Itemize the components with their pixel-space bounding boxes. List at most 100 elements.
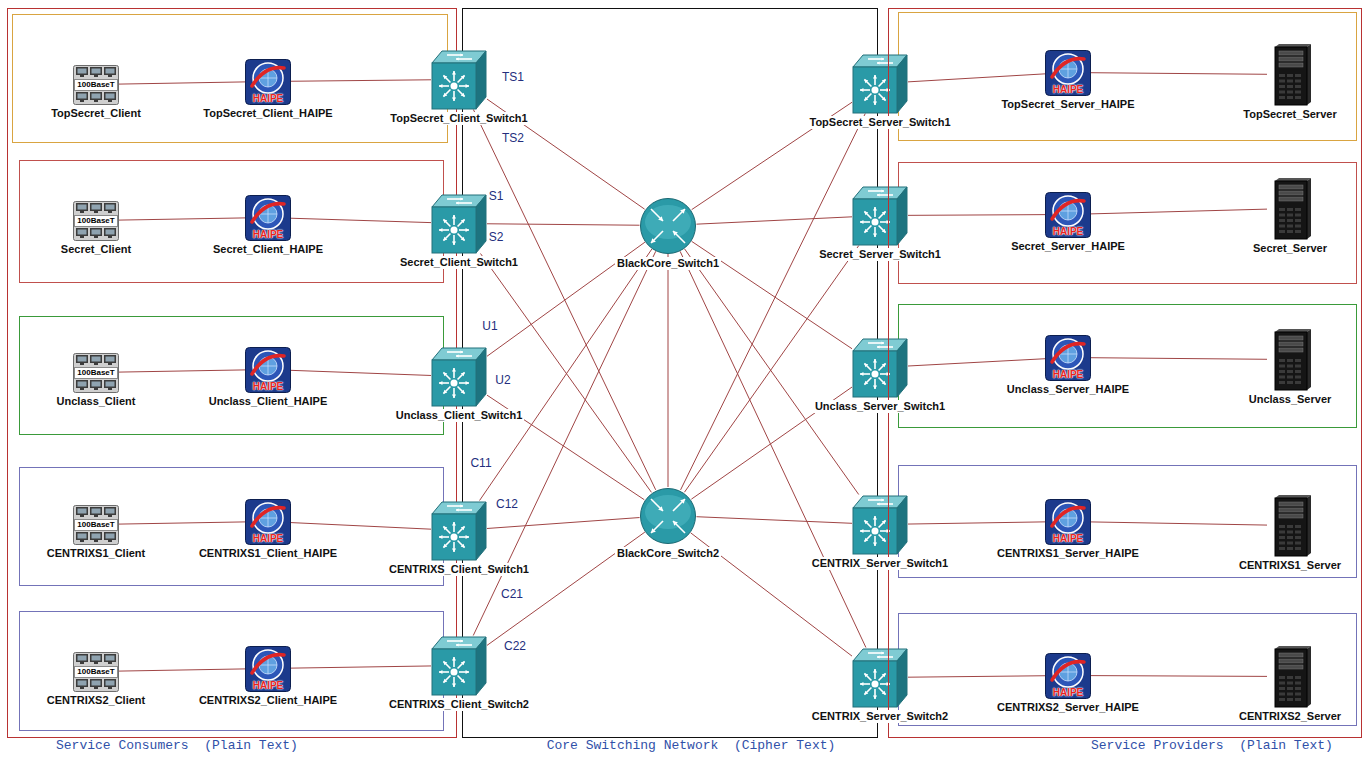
topsecret-frame: [13, 15, 448, 143]
link-label-slot: U1: [481, 319, 498, 333]
switch-symbol: [852, 648, 908, 708]
switch-node: Unclass_Server_Switch1: [813, 338, 948, 413]
node-label: BlackCore_Switch2: [615, 547, 721, 560]
node-label: Unclass_Client: [55, 395, 138, 408]
link-line: [291, 218, 431, 222]
haipe-icon: HAIPE: [1045, 50, 1091, 96]
heading-slot: Core Switching Network (Cipher Text): [547, 739, 836, 753]
link-label: TS2: [501, 131, 525, 145]
link-line: [1091, 73, 1267, 75]
switch-symbol: [852, 338, 908, 398]
link-line: [119, 669, 245, 671]
client-icon: 100BaseT: [73, 652, 119, 692]
icon-text: HAIPE: [253, 680, 284, 691]
link-line: [696, 517, 852, 524]
region-heading: Service Consumers (Plain Text): [56, 739, 298, 753]
unclass-frame: [899, 305, 1357, 428]
haipe-node: HAIPE TopSecret_Server_HAIPE: [999, 50, 1137, 111]
haipe-icon: HAIPE: [1045, 192, 1091, 238]
switch-icon: [852, 495, 908, 555]
centrixs-frame: [899, 466, 1357, 578]
link-line: [119, 218, 245, 220]
link-label: C22: [503, 639, 527, 653]
switch-symbol: [431, 50, 487, 110]
switch-icon: [431, 636, 487, 696]
switch-symbol: [431, 501, 487, 561]
client-icon: 100BaseT: [73, 201, 119, 241]
link-label: S1: [488, 189, 505, 203]
haipe-node: HAIPECENTRIXS1_Server_HAIPE: [995, 499, 1141, 560]
node-label: TopSecret_Server_HAIPE: [999, 98, 1136, 111]
link-label: TS1: [501, 70, 525, 84]
client-node: 100BaseT CENTRIXS1_Client: [45, 505, 148, 560]
server-icon: [1267, 44, 1313, 106]
link-line: [1091, 675, 1267, 677]
node-label: CENTRIXS_Client_Switch2: [387, 698, 531, 711]
haipe-icon: HAIPE: [1045, 499, 1091, 545]
link-line: [473, 251, 656, 635]
link-line: [1091, 522, 1267, 525]
node-label: CENTRIXS1_Client: [45, 547, 147, 560]
switch-symbol: [852, 54, 908, 114]
region-heading: Service Providers (Plain Text): [1091, 739, 1333, 753]
node-label: Secret_Server_Switch1: [817, 248, 943, 261]
switch-icon: [852, 186, 908, 246]
haipe-node: HAIPE CENTRIXS2_Client_HAIPE: [197, 646, 340, 707]
node-label: TopSecret_Client_Switch1: [388, 112, 529, 125]
router-icon: [639, 487, 697, 545]
haipe-icon: HAIPE: [245, 499, 291, 545]
node-label: TopSecret_Server: [1241, 108, 1338, 121]
switch-icon: [852, 338, 908, 398]
client-node: 100BaseTTopSecret_Client: [49, 65, 143, 120]
node-label: CENTRIXS_Client_Switch1: [387, 563, 531, 576]
node-label: CENTRIX_Server_Switch2: [810, 710, 950, 723]
switch-icon: [852, 648, 908, 708]
client-icon: 100BaseT: [73, 65, 119, 105]
haipe-node: HAIPESecret_Server_HAIPE: [1009, 192, 1127, 253]
link-line: [681, 114, 866, 490]
centrixs-frame: [899, 614, 1357, 726]
haipe-node: HAIPE CENTRIXS1_Client_HAIPE: [197, 499, 340, 560]
router-node: BlackCore_Switch1: [615, 197, 722, 270]
haipe-icon: HAIPE: [245, 59, 291, 105]
client-node: 100BaseTCENTRIXS2_Client: [45, 652, 148, 707]
unclass-frame: [20, 317, 444, 435]
node-label: Unclass_Client_Switch1: [394, 409, 525, 422]
switch-symbol: [852, 186, 908, 246]
link-line: [119, 522, 245, 524]
link-line: [480, 254, 651, 493]
haipe-icon: HAIPE: [245, 646, 291, 692]
server-symbol: [1267, 646, 1313, 708]
link-line: [908, 74, 1045, 82]
node-label: BlackCore_Switch1: [615, 257, 721, 270]
link-line: [291, 80, 431, 81]
icon-text: HAIPE: [1053, 533, 1084, 544]
switch-node: TopSecret_Client_Switch1: [388, 50, 530, 125]
icon-text: 100BaseT: [77, 520, 114, 530]
node-label: CENTRIXS2_Client_HAIPE: [197, 694, 339, 707]
link-line: [291, 370, 431, 375]
link-label-slot: TS1: [501, 70, 525, 84]
switch-symbol: [852, 495, 908, 555]
server-icon: [1267, 329, 1313, 391]
link-line: [696, 217, 852, 224]
node-label: CENTRIXS2_Server_HAIPE: [995, 701, 1141, 714]
node-label: CENTRIXS1_Client_HAIPE: [197, 547, 339, 560]
link-label-slot: U2: [494, 373, 511, 387]
link-label: U1: [481, 319, 498, 333]
link-label: C12: [495, 497, 519, 511]
server-node: TopSecret_Server: [1241, 44, 1339, 121]
link-label-slot: C22: [503, 639, 527, 653]
icon-text: HAIPE: [1053, 84, 1084, 95]
haipe-icon: HAIPE: [1045, 335, 1091, 381]
icon-text: 100BaseT: [77, 80, 114, 90]
centrixs-frame: [20, 468, 444, 586]
switch-icon: [431, 501, 487, 561]
link-line: [908, 214, 1045, 216]
node-label: Secret_Server: [1251, 242, 1329, 255]
switch-node: CENTRIX_Server_Switch2: [810, 648, 951, 723]
server-symbol: [1267, 44, 1313, 106]
icon-text: HAIPE: [1053, 226, 1084, 237]
client-icon: 100BaseT: [73, 505, 119, 545]
link-label-slot: S2: [488, 230, 505, 244]
